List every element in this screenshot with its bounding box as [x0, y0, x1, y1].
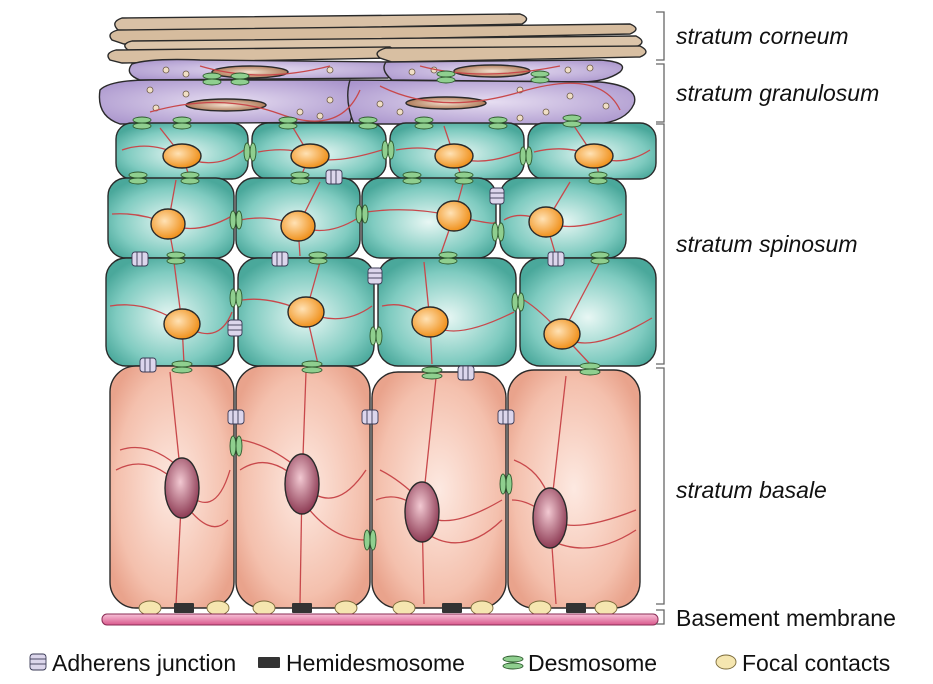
- label-stratum-corneum: stratum corneum: [676, 23, 849, 49]
- focal-contact-icon: [716, 655, 736, 669]
- legend-hemidesmosome-label: Hemidesmosome: [286, 650, 465, 676]
- legend-desmosome-label: Desmosome: [528, 650, 657, 676]
- label-stratum-basale: stratum basale: [676, 477, 827, 503]
- corneum-layer: [108, 14, 646, 63]
- focal-contacts: [139, 601, 617, 615]
- adherens-junction-icon: [30, 654, 46, 670]
- granulosum-layer: [99, 60, 634, 125]
- legend: Adherens junction Hemidesmosome Desmosom…: [30, 650, 890, 676]
- basement-membrane: [102, 614, 658, 625]
- label-basement-membrane: Basement membrane: [676, 605, 896, 631]
- legend-focal-label: Focal contacts: [742, 650, 890, 676]
- label-stratum-spinosum: stratum spinosum: [676, 231, 858, 257]
- layer-brackets: [656, 12, 664, 624]
- label-stratum-granulosum: stratum granulosum: [676, 80, 879, 106]
- desmosome-icon: [503, 656, 523, 669]
- hemidesmosome-icon: [258, 657, 280, 668]
- basale-layer: [110, 366, 640, 608]
- legend-adherens-label: Adherens junction: [52, 650, 236, 676]
